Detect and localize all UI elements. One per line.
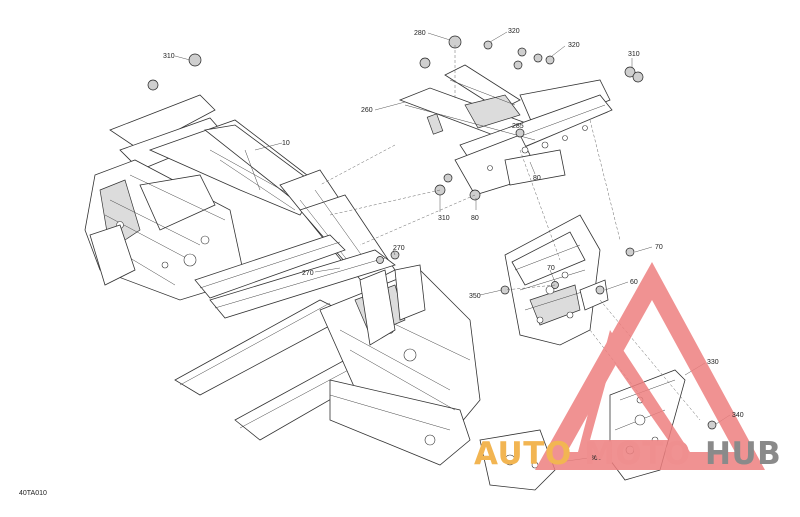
main-frame	[84, 94, 556, 491]
callout-270-lower: 270	[302, 270, 314, 277]
leader-lines	[174, 31, 731, 463]
callout-280: 280	[414, 30, 426, 37]
callout-350: 350	[469, 293, 481, 300]
callout-10-frame: 10	[282, 140, 290, 147]
callout-340: 340	[732, 412, 744, 419]
callout-320-top: 320	[508, 28, 520, 35]
callout-310-left: 310	[163, 53, 175, 60]
callout-70-left: 70	[547, 265, 555, 272]
callout-310-center: 310	[438, 215, 450, 222]
watermark-text-moto: MOTO	[584, 436, 691, 472]
callout-70-right: 70	[655, 244, 663, 251]
callout-labels: 280 320 320 310 310 310 10 260 285 80 80…	[163, 28, 744, 462]
callout-330: 330	[707, 359, 719, 366]
side-bracket	[504, 214, 609, 346]
upper-crossbar-assembly	[398, 64, 613, 196]
callout-260: 260	[361, 107, 373, 114]
callout-310-right: 310	[628, 51, 640, 58]
drawing-code: 40TA010	[19, 490, 47, 497]
callout-60: 60	[630, 279, 638, 286]
watermark-logo	[535, 262, 765, 470]
callout-360: 360	[590, 455, 602, 462]
callout-320-right: 320	[568, 42, 580, 49]
callout-80-lower: 80	[471, 215, 479, 222]
callout-285: 285	[512, 123, 524, 130]
callout-80-upper: 80	[533, 175, 541, 182]
watermark-triangle-icon	[535, 262, 765, 470]
watermark-text-auto: AUTO	[474, 436, 572, 472]
watermark-text-hub: HUB	[705, 436, 782, 472]
callout-270-upper: 270	[393, 245, 405, 252]
watermark-inner-triangle-icon	[578, 330, 690, 452]
